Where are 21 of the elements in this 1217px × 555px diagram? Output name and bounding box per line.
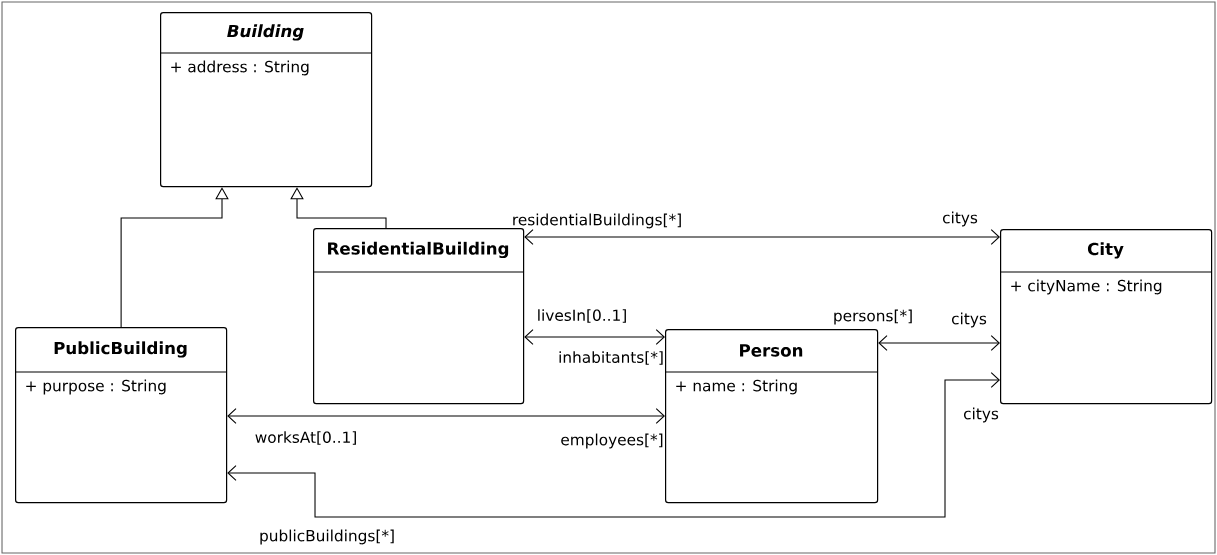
role-label: citys <box>951 312 987 328</box>
role-label: inhabitants[*] <box>559 351 663 365</box>
association-line <box>227 372 1000 518</box>
role-label: livesIn[0..1] <box>538 309 626 323</box>
class-box: Building + address : String <box>159 12 373 188</box>
association-line <box>227 408 665 424</box>
role-label: citys <box>963 407 999 423</box>
role-label: publicBuildings[*] <box>260 529 394 545</box>
class-box: City + cityName : String <box>999 229 1213 405</box>
association-line <box>120 187 229 328</box>
association-line <box>290 187 387 229</box>
role-label: citys <box>942 211 978 227</box>
role-label: persons[*] <box>834 309 912 325</box>
class-box: PublicBuilding + purpose : String <box>14 327 228 504</box>
role-label: worksAt[0..1] <box>255 431 356 445</box>
class-box: Person + name : String <box>664 329 879 504</box>
association-line <box>524 329 665 345</box>
association-line <box>878 335 1000 351</box>
association-line <box>524 229 1000 245</box>
class-box: ResidentialBuilding <box>312 228 525 405</box>
role-label: residentialBuildings[*] <box>513 213 681 229</box>
